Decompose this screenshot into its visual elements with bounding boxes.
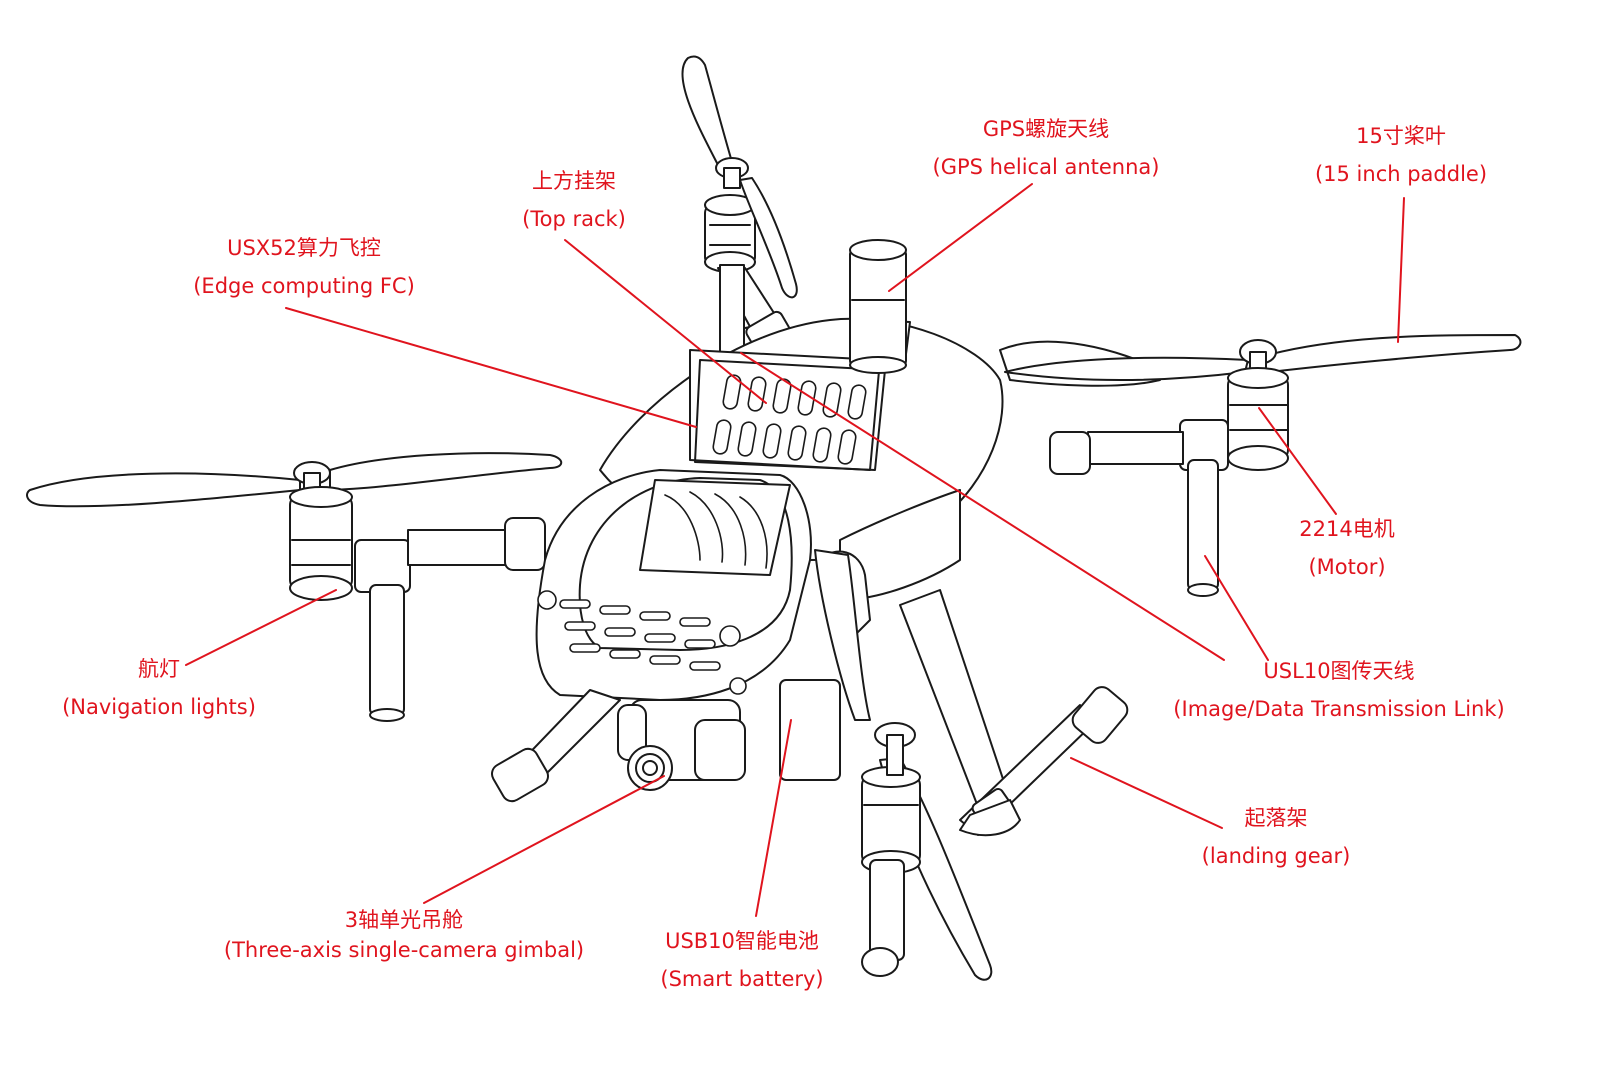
- front-right-rotor: [999, 334, 1522, 597]
- leader-battery: [755, 719, 792, 917]
- top-rack-grille: [664, 374, 867, 569]
- label-zh: USL10图传天线: [1263, 659, 1415, 683]
- leader-landing-gear-b: [1070, 757, 1223, 829]
- leader-landing-gear-a: [1204, 555, 1269, 661]
- callout-landing-gear: 起落架 (landing gear): [1202, 799, 1351, 875]
- leader-motor: [1258, 407, 1337, 515]
- leader-gimbal: [423, 775, 665, 904]
- label-zh: USX52算力飞控: [227, 236, 381, 260]
- rear-left-rotor: [681, 55, 798, 419]
- callout-navigation-lights: 航灯 (Navigation lights): [62, 650, 256, 726]
- label-zh: GPS螺旋天线: [982, 117, 1110, 141]
- label-en: (Top rack): [522, 207, 626, 231]
- label-en: (Edge computing FC): [193, 274, 415, 298]
- label-zh: 3轴单光吊舱: [344, 908, 464, 932]
- label-en: (Smart battery): [660, 967, 824, 991]
- front-vents: [537, 590, 747, 695]
- drone-diagram: GPS螺旋天线 (GPS helical antenna) 15寸桨叶 (15 …: [26, 55, 1522, 998]
- leader-top-rack: [564, 239, 767, 404]
- label-en: (landing gear): [1201, 844, 1351, 868]
- front-left-rotor: [26, 452, 563, 722]
- label-zh: 起落架: [1244, 806, 1308, 830]
- callout-flight-controller: USX52算力飞控 (Edge computing FC): [193, 229, 415, 305]
- leader-propeller: [1397, 197, 1405, 343]
- label-zh: 15寸桨叶: [1356, 124, 1446, 148]
- label-zh: 上方挂架: [532, 169, 616, 193]
- callout-propeller: 15寸桨叶 (15 inch paddle): [1315, 117, 1487, 193]
- label-en: (Image/Data Transmission Link): [1173, 697, 1505, 721]
- callout-image-link: USL10图传天线 (Image/Data Transmission Link): [1173, 652, 1504, 728]
- label-en: (Three-axis single-camera gimbal): [223, 938, 585, 962]
- front-center-rotor: [814, 549, 993, 981]
- leader-gps-antenna: [888, 183, 1033, 292]
- label-zh: 2214电机: [1299, 517, 1395, 541]
- callout-top-rack: 上方挂架 (Top rack): [522, 162, 626, 238]
- label-zh: USB10智能电池: [665, 929, 819, 953]
- label-en: (Motor): [1308, 555, 1386, 579]
- leader-image-link: [740, 352, 1225, 661]
- label-zh: 航灯: [138, 657, 180, 681]
- label-en: (GPS helical antenna): [932, 155, 1160, 179]
- landing-gear-shape: [899, 589, 1129, 837]
- callout-gps-antenna: GPS螺旋天线 (GPS helical antenna): [933, 110, 1160, 186]
- leader-lines: [185, 183, 1405, 917]
- callout-battery: USB10智能电池 (Smart battery): [660, 922, 823, 998]
- label-en: (Navigation lights): [62, 695, 256, 719]
- landing-leg-left: [491, 689, 621, 803]
- gps-antenna-shape: [849, 239, 907, 374]
- callout-motor: 2214电机 (Motor): [1299, 510, 1394, 586]
- gimbal-shape: [617, 699, 746, 791]
- label-en: (15 inch paddle): [1314, 162, 1488, 186]
- leader-flight-controller: [285, 307, 697, 428]
- leader-navigation-lights: [185, 589, 337, 666]
- callout-gimbal: 3轴单光吊舱 (Three-axis single-camera gimbal): [224, 905, 584, 965]
- drone-illustration: [26, 55, 1522, 981]
